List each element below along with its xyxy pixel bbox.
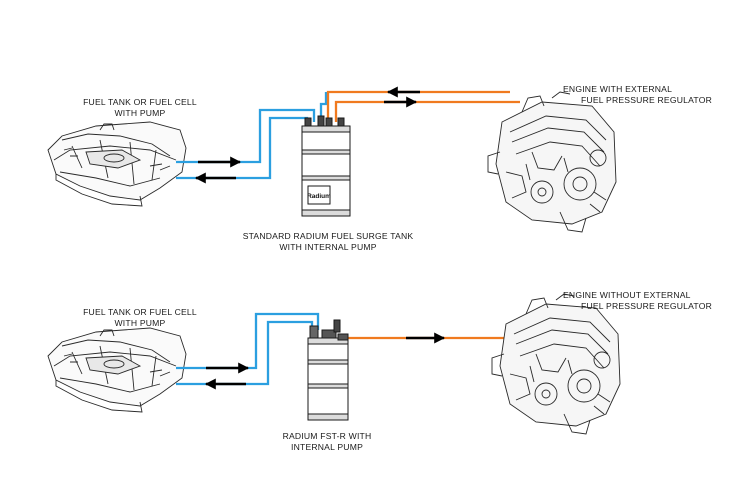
surge-tank-icon [301,115,351,217]
bottom-tank-label-line2: WITH PUMP [114,318,166,328]
fuel-tank-icon [47,327,187,413]
bottom-engine-label-line2: FUEL PRESSURE REGULATOR [581,301,712,311]
bottom-engine-label-line1: ENGINE WITHOUT EXTERNAL [563,290,691,300]
bottom-flow-arrows [204,332,446,390]
top-tank-label-line2: WITH PUMP [114,108,166,118]
top-pressure-lines [326,90,520,122]
engine-icon [487,91,617,233]
bottom-surge-label-line2: INTERNAL PUMP [291,442,363,452]
bottom-engine-label: ENGINE WITHOUT EXTERNAL FUEL PRESSURE RE… [563,290,743,312]
bottom-tank-label: FUEL TANK OR FUEL CELL WITH PUMP [70,307,210,329]
engine-icon [491,293,621,435]
top-engine-label-line2: FUEL PRESSURE REGULATOR [581,95,712,105]
surge-tank-logo: Radium [307,193,331,200]
bottom-surge-label-line1: RADIUM FST-R WITH [282,431,372,441]
top-surge-label-line1: STANDARD RADIUM FUEL SURGE TANK [242,231,414,241]
top-engine-label-line1: ENGINE WITH EXTERNAL [563,84,673,94]
bottom-surge-label: RADIUM FST-R WITH INTERNAL PUMP [262,431,392,453]
fuel-tank-icon [47,121,187,207]
top-surge-label-line2: WITH INTERNAL PUMP [279,242,377,252]
fst-r-tank-icon [307,319,349,421]
top-surge-label: STANDARD RADIUM FUEL SURGE TANK WITH INT… [228,231,428,253]
top-tank-label: FUEL TANK OR FUEL CELL WITH PUMP [70,97,210,119]
top-engine-label: ENGINE WITH EXTERNAL FUEL PRESSURE REGUL… [563,84,733,106]
top-flow-arrows [194,86,420,184]
top-tank-label-line1: FUEL TANK OR FUEL CELL [83,97,197,107]
bottom-tank-label-line1: FUEL TANK OR FUEL CELL [83,307,197,317]
